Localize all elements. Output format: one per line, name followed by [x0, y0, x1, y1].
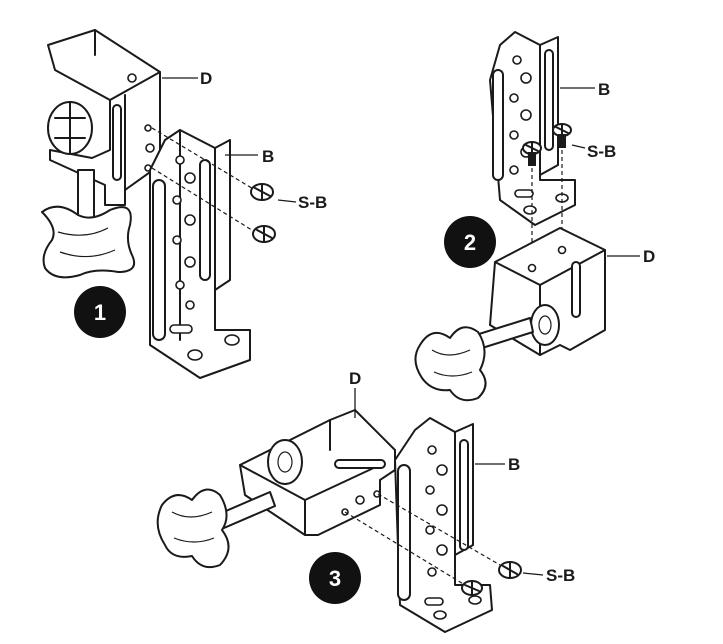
clamp-d-step-2 [414, 227, 606, 402]
label-d-step-3: D [349, 369, 361, 388]
step-badge-3 [309, 552, 361, 604]
label-b-step-2: B [598, 80, 610, 99]
step-badge-2 [444, 216, 496, 268]
clamp-d-step-1 [41, 29, 161, 279]
bracket-b-step-2 [489, 31, 576, 226]
screws-s-b-step-1 [151, 127, 276, 243]
step-badge-1 [74, 286, 126, 338]
clamp-d-step-3 [156, 409, 396, 569]
label-d-step-1: D [200, 69, 212, 88]
screws-s-b-step-3 [344, 493, 522, 596]
step-number-3: 3 [329, 566, 341, 591]
label-sb-step-2: S-B [587, 142, 616, 161]
step-number-2: 2 [464, 230, 476, 255]
label-b-step-1: B [262, 147, 274, 166]
label-sb-step-1: S-B [298, 193, 327, 212]
step-number-1: 1 [94, 300, 106, 325]
screws-s-b-step-2 [522, 123, 572, 268]
bracket-b-step-3 [394, 417, 493, 633]
label-b-step-3: B [508, 455, 520, 474]
step-3-illustration [156, 409, 522, 633]
step-1-illustration [41, 29, 276, 379]
label-d-step-2: D [643, 247, 655, 266]
label-sb-step-3: S-B [546, 566, 575, 585]
bracket-b-step-1 [149, 129, 251, 379]
step-2-illustration [414, 31, 606, 402]
